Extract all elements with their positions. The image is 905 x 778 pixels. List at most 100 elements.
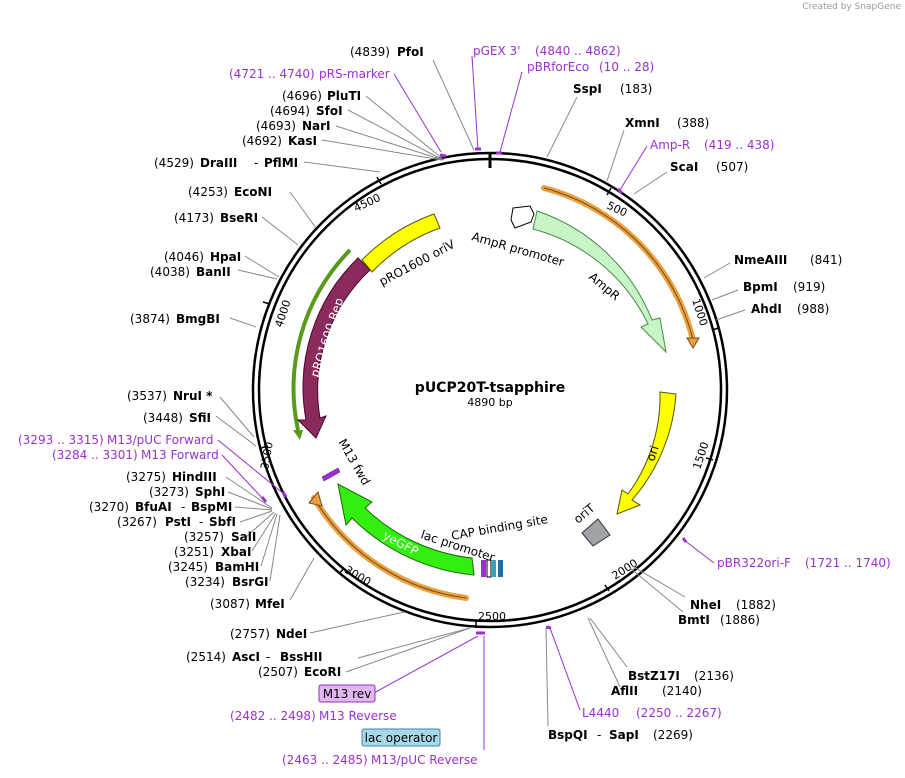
lac-operator-box <box>361 728 441 747</box>
tick-1000 <box>711 327 720 331</box>
primer-pbr322ori-f: pBR322ori-F <box>717 556 791 570</box>
pos-aflii: (2140) <box>662 684 702 698</box>
pos-psti: (3267) <box>117 515 157 529</box>
pos-sali: (3257) <box>184 530 224 544</box>
primer-amp-r: Amp-R <box>650 138 690 152</box>
enzyme-sfoi: SfoI <box>316 104 343 118</box>
ampr-promoter-arrow <box>510 205 535 229</box>
m13-rev-box <box>318 684 376 703</box>
enzyme-bsrgi: BsrGI <box>232 575 269 589</box>
orange-arc-right-head <box>686 337 700 349</box>
plasmid-length: 4890 bp <box>467 396 512 409</box>
enzyme-draiii: DraIII <box>200 156 237 170</box>
plasmid-name: pUCP20T-tsapphire <box>415 380 565 396</box>
enzyme-pluti: PluTI <box>327 89 361 103</box>
snapgene-credit: Created by SnapGene <box>802 2 901 12</box>
tick-label-2500: 2500 <box>478 610 506 623</box>
enzyme-sep: - <box>597 728 601 742</box>
pos-ndei: (2757) <box>230 627 270 641</box>
enzyme-econi: EcoNI <box>234 185 272 199</box>
primer-pbrforeco: pBRforEco <box>527 60 589 74</box>
ampr-arrow <box>532 210 667 354</box>
pos-nhei: (1882) <box>736 598 776 612</box>
primer-l4440: L4440 <box>582 706 619 720</box>
orange-arc-right-line <box>543 187 694 341</box>
label-ori: ori <box>644 444 662 463</box>
enzyme-hindiii: HindIII <box>172 470 217 484</box>
pos-bamhi: (3245) <box>168 560 208 574</box>
enzyme-bmti: BmtI <box>678 613 710 627</box>
enzyme-ndei: NdeI <box>276 627 307 641</box>
pos-nari: (4693) <box>256 119 296 133</box>
enzyme-xmni: XmnI <box>625 116 660 130</box>
primer-m13puc-reverse: M13/pUC Reverse <box>371 753 478 767</box>
pos-mfei: (3087) <box>210 597 250 611</box>
enzyme-sep-psti: - <box>199 515 203 529</box>
ori-arrow <box>616 391 677 515</box>
enzyme-bspmi: BspMI <box>191 500 232 514</box>
pos-pfoi: (4839) <box>350 45 390 59</box>
enzyme-bpmi: BpmI <box>743 280 778 294</box>
pos-bmgbi: (3874) <box>130 312 170 326</box>
primer-pbrforeco-range: (10 .. 28) <box>599 60 654 74</box>
primer-m13-reverse-range: (2482 .. 2498) <box>230 709 316 723</box>
enzyme-nrui: NruI * <box>173 389 213 403</box>
tick-label-1000: 1000 <box>689 297 710 328</box>
green-arc-head <box>293 430 303 440</box>
green-arc <box>291 248 352 431</box>
primer-prs-marker-range: (4721 .. 4740) <box>229 67 315 81</box>
pos-sspi: (183) <box>620 82 652 96</box>
enzyme-psti: PstI <box>165 515 191 529</box>
pos-bmti: (1886) <box>720 613 760 627</box>
enzyme-pfoi: PfoI <box>397 45 424 59</box>
enzyme-banii: BanII <box>196 265 231 279</box>
pos-bseri: (4173) <box>174 211 214 225</box>
tick-2000 <box>604 584 610 592</box>
enzyme-asci: AscI <box>232 650 260 664</box>
m13-fwd-arrow <box>321 467 341 482</box>
tick-1500 <box>705 457 714 461</box>
enzyme-nari: NarI <box>302 119 331 133</box>
primer-m13puc-forward: M13/pUC Forward <box>107 433 214 447</box>
pos-bpmi: (919) <box>793 280 825 294</box>
enzyme-bspqi: BspQI <box>548 728 588 742</box>
primer-pbr322ori-f-range: (1721 .. 1740) <box>805 556 891 570</box>
enzyme-sep-draiii: - <box>254 156 258 170</box>
enzyme-nmeaiii: NmeAIII <box>734 253 787 267</box>
pos-ecori: (2507) <box>258 665 298 679</box>
pos-hindiii: (3275) <box>126 470 166 484</box>
cap-site-marker <box>481 560 486 577</box>
pos-xmni: (388) <box>677 116 709 130</box>
enzyme-aflii: AflII <box>611 684 638 698</box>
label-m13-fwd: M13 fwd <box>335 437 373 488</box>
enzyme-sep-asci: - <box>266 650 270 664</box>
enzyme-nhei: NheI <box>690 598 721 612</box>
pos-nrui: (3537) <box>127 389 167 403</box>
enzyme-bfuai: BfuAI <box>135 500 172 514</box>
pos-bspqi: (2269) <box>653 728 693 742</box>
pos-ahdi: (988) <box>797 302 829 316</box>
orange-arc-left-head <box>308 490 323 507</box>
enzyme-sfii: SfiI <box>189 411 211 425</box>
enzyme-bstz17i: BstZ17I <box>628 669 680 683</box>
enzyme-ahdi: AhdI <box>751 302 782 316</box>
enzyme-sspi: SspI <box>573 82 602 96</box>
lac-promoter-marker <box>486 559 492 578</box>
primer-m13puc-forward-range: (3293 .. 3315) <box>18 433 104 447</box>
enzyme-xbai: XbaI <box>221 545 251 559</box>
enzyme-pflmi: PflMI <box>264 156 298 170</box>
enzyme-ecori: EcoRI <box>304 665 341 679</box>
pro1600-oriv <box>361 213 441 273</box>
pos-draiii: (4529) <box>154 156 194 170</box>
pos-nmeaiii: (841) <box>810 253 842 267</box>
primer-pgex3: pGEX 3' <box>473 44 520 58</box>
pos-pluti: (4696) <box>282 89 322 103</box>
tick-label-3000: 3000 <box>343 563 374 588</box>
enzyme-bsshii: BssHII <box>280 650 322 664</box>
primer-m13-reverse: M13 Reverse <box>319 709 397 723</box>
pro1600-rep-arrow <box>296 257 371 439</box>
enzyme-sbfi: SbfI <box>209 515 236 529</box>
pos-scai: (507) <box>716 160 748 174</box>
primer-m13-forward: M13 Forward <box>141 448 219 462</box>
